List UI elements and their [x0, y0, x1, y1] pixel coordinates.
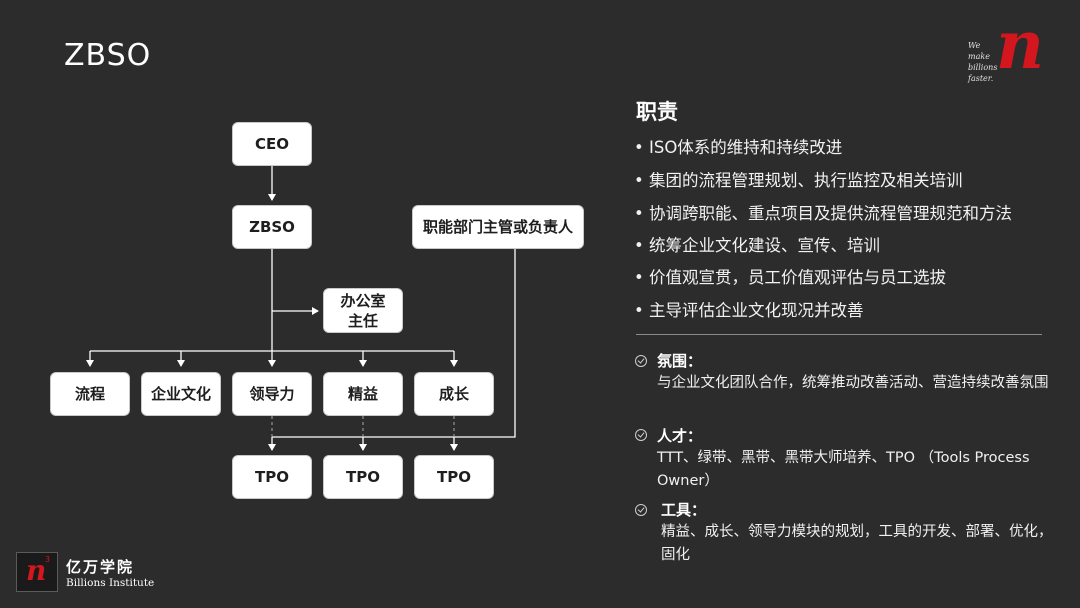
- check-circle-icon: [635, 429, 647, 441]
- tagline-line: faster.: [968, 74, 994, 83]
- talent-text: TTT、绿带、黑带、黑带大师培养、TPO （Tools Process Owne…: [657, 450, 1030, 489]
- tpo-box: TPO: [414, 455, 494, 499]
- brand-logo-bottom: n 3: [16, 552, 58, 592]
- logo-tagline: We make billions faster.: [968, 40, 997, 84]
- dept-growth-box: 成长: [414, 372, 494, 416]
- logo-mark: n: [996, 6, 1044, 84]
- brand-logo-top: We make billions faster. n: [968, 12, 1060, 92]
- talent-heading: 人才：: [657, 427, 703, 445]
- tagline-line: We: [968, 41, 981, 50]
- duty-item: • 统筹企业文化建设、宣传、培训: [634, 236, 880, 255]
- duty-item: • 协调跨职能、重点项目及提供流程管理规范和方法: [634, 204, 1012, 223]
- dept-culture-box: 企业文化: [141, 372, 221, 416]
- ceo-box: CEO: [232, 122, 312, 166]
- zbso-box: ZBSO: [232, 205, 312, 249]
- tpo-box: TPO: [232, 455, 312, 499]
- atmosphere-heading: 氛围：: [657, 352, 703, 370]
- check-circle-icon: [635, 504, 647, 516]
- tools-text: 精益、成长、领导力模块的规划，工具的开发、部署、优化，固化: [661, 524, 1053, 563]
- dept-process-box: 流程: [50, 372, 130, 416]
- dept-lean-box: 精益: [323, 372, 403, 416]
- duty-item: • 主导评估企业文化现况并改善: [634, 301, 864, 320]
- slide-title: ZBSO: [64, 38, 152, 73]
- functional-head-box: 职能部门主管或负责人: [412, 205, 584, 249]
- duty-item: • ISO体系的维持和持续改进: [634, 138, 843, 157]
- tpo-box: TPO: [323, 455, 403, 499]
- logo-mark: n: [26, 554, 47, 587]
- brand-name-cn: 亿万学院: [66, 558, 135, 576]
- duties-heading: 职责: [636, 100, 678, 124]
- tagline-line: billions: [968, 63, 998, 72]
- office-director-box: 办公室 主任: [323, 288, 403, 333]
- logo-superscript: 3: [45, 555, 51, 564]
- functional-to-tpo-line: [272, 249, 516, 438]
- brand-name-en: Billions Institute: [66, 577, 155, 589]
- check-circle-icon: [635, 355, 647, 367]
- duty-item: • 集团的流程管理规划、执行监控及相关培训: [634, 171, 963, 190]
- tools-heading: 工具：: [661, 501, 707, 519]
- dept-leadership-box: 领导力: [232, 372, 312, 416]
- atmosphere-text: 与企业文化团队合作，统筹推动改善活动、营造持续改善氛围: [657, 375, 1049, 391]
- duty-item: • 价值观宣贯，员工价值观评估与员工选拔: [634, 268, 946, 287]
- section-divider: [636, 334, 1042, 335]
- tagline-line: make: [968, 52, 990, 61]
